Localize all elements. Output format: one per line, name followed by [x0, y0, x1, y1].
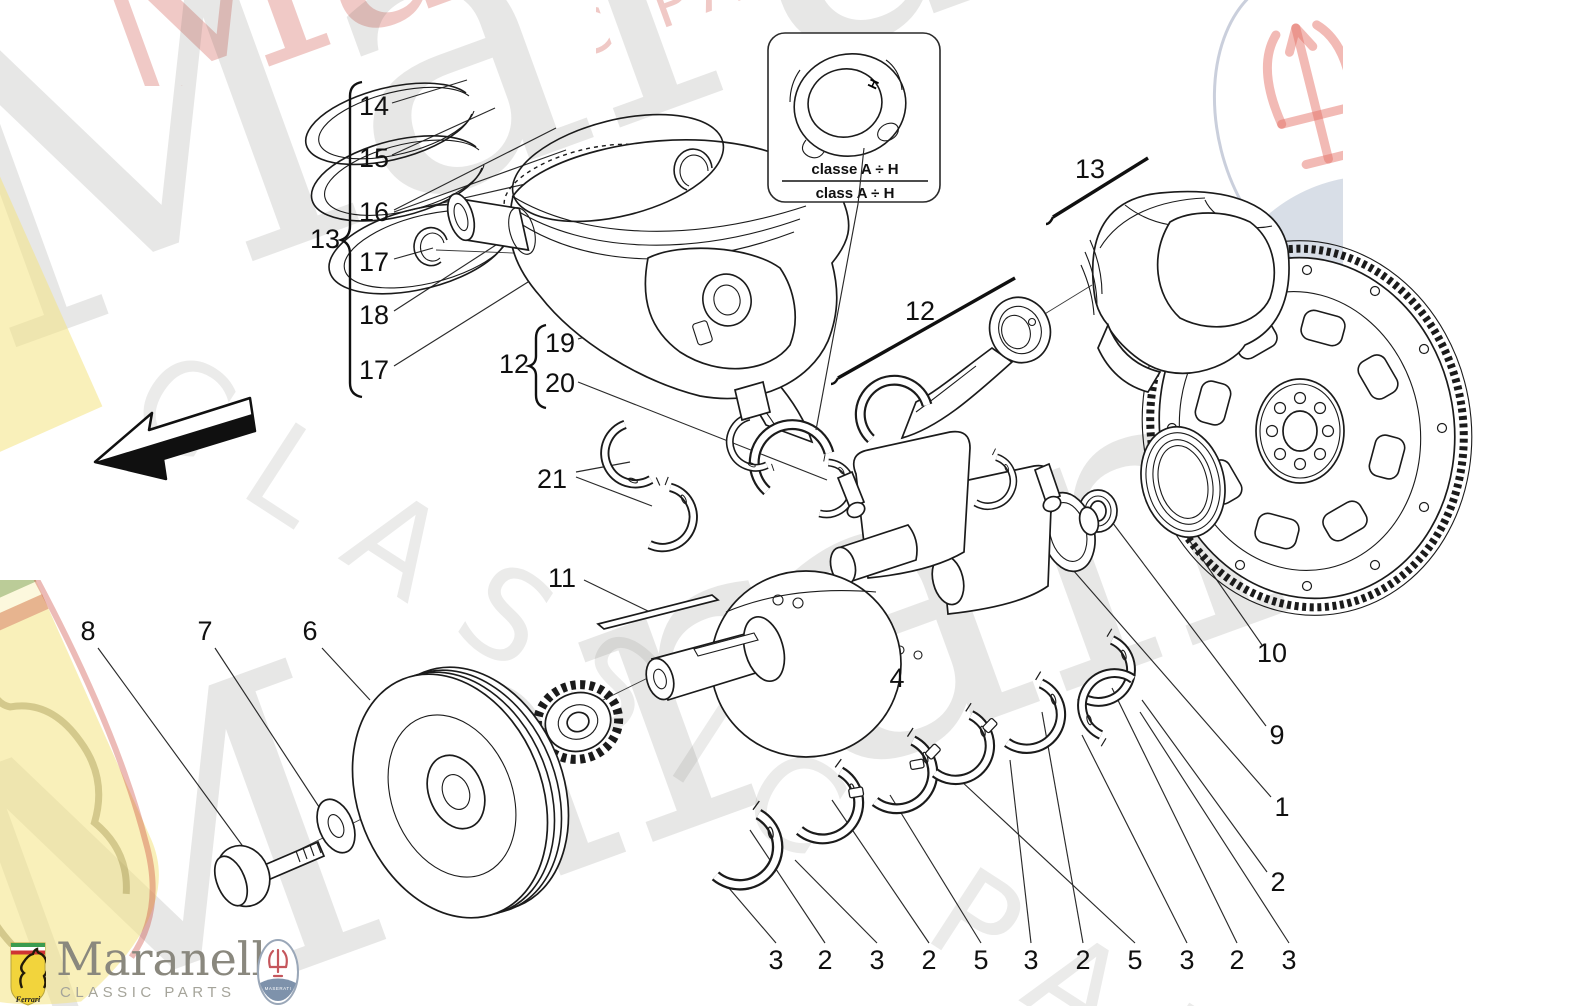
maserati-logo-label: MASERATI [265, 986, 292, 991]
callout-8: 8 [80, 616, 95, 646]
callout-14: 14 [359, 91, 389, 121]
crank-pulley [351, 666, 570, 919]
brace-13-left [337, 80, 363, 399]
ferrari-logo: Ferrari [10, 942, 46, 1006]
brand-name: Maranello [56, 932, 294, 986]
callout-16: 16 [359, 197, 389, 227]
brace-12-left [524, 323, 547, 410]
class-label-line1: classe A ÷ H [811, 161, 898, 178]
class-box: H classe A ÷ H class A ÷ H [767, 32, 941, 431]
crankshaft [645, 430, 1100, 758]
callout-labels: 14 15 16 17 18 17 13 12 19 20 21 11 8 7 … [80, 91, 1296, 975]
connecting-rod-right [854, 296, 1062, 515]
callout-6: 6 [302, 616, 317, 646]
callout-13-left: 13 [310, 224, 340, 254]
brand-footer: Ferrari Maranello CLASSIC PARTS MASERATI [0, 930, 340, 1006]
callout-row-3d: 3 [1179, 945, 1194, 975]
brand-subtitle: CLASSIC PARTS [60, 984, 236, 1001]
pulley-bolt [213, 840, 326, 908]
callout-4: 4 [889, 663, 904, 693]
callout-row-5a: 5 [973, 945, 988, 975]
callout-row-3c: 3 [1023, 945, 1038, 975]
callout-row-3e: 3 [1281, 945, 1296, 975]
callout-20: 20 [545, 368, 575, 398]
callout-21: 21 [537, 464, 567, 494]
callout-9: 9 [1269, 720, 1284, 750]
maserati-logo: MASERATI [257, 939, 299, 1005]
callout-17a: 17 [359, 247, 389, 277]
woodruff-key [596, 594, 720, 630]
callout-17b: 17 [359, 355, 389, 385]
callout-19: 19 [545, 328, 575, 358]
pointer-hook-12 [830, 377, 840, 386]
callout-row-2d: 2 [1229, 945, 1244, 975]
callout-row-5b: 5 [1127, 945, 1142, 975]
callout-row-2a: 2 [817, 945, 832, 975]
piston-right [1080, 190, 1290, 393]
callout-10: 10 [1257, 638, 1287, 668]
piston-left [508, 113, 850, 422]
callout-15: 15 [359, 143, 389, 173]
callout-13-right: 13 [1075, 154, 1105, 184]
circlips [413, 148, 713, 267]
callout-12-left: 12 [499, 349, 529, 379]
conrod-bolt-left [836, 470, 866, 519]
ferrari-logo-label: Ferrari [15, 995, 41, 1004]
pointer-bar-13 [1052, 156, 1149, 219]
ferrari-shield-watermark [0, 580, 159, 1005]
crankshaft-seal [1140, 425, 1226, 539]
pointer-hook-13 [1045, 216, 1055, 226]
callout-2-right: 2 [1270, 867, 1285, 897]
callout-12-right: 12 [905, 296, 935, 326]
callout-1: 1 [1274, 792, 1289, 822]
direction-arrow [93, 396, 257, 481]
conrod-bearing-shells [602, 423, 705, 558]
pulley-washer [316, 798, 356, 854]
callout-18: 18 [359, 300, 389, 330]
callout-7: 7 [197, 616, 212, 646]
callout-11: 11 [548, 563, 576, 593]
callout-row-2c: 2 [1075, 945, 1090, 975]
callout-row-2b: 2 [921, 945, 936, 975]
pointer-bar-12 [837, 276, 1016, 380]
callout-row-3a: 3 [768, 945, 783, 975]
callout-row-3b: 3 [869, 945, 884, 975]
conrod-bolt-right [1033, 462, 1062, 513]
class-label-line2: class A ÷ H [816, 185, 895, 202]
gudgeon-pin [446, 192, 536, 255]
